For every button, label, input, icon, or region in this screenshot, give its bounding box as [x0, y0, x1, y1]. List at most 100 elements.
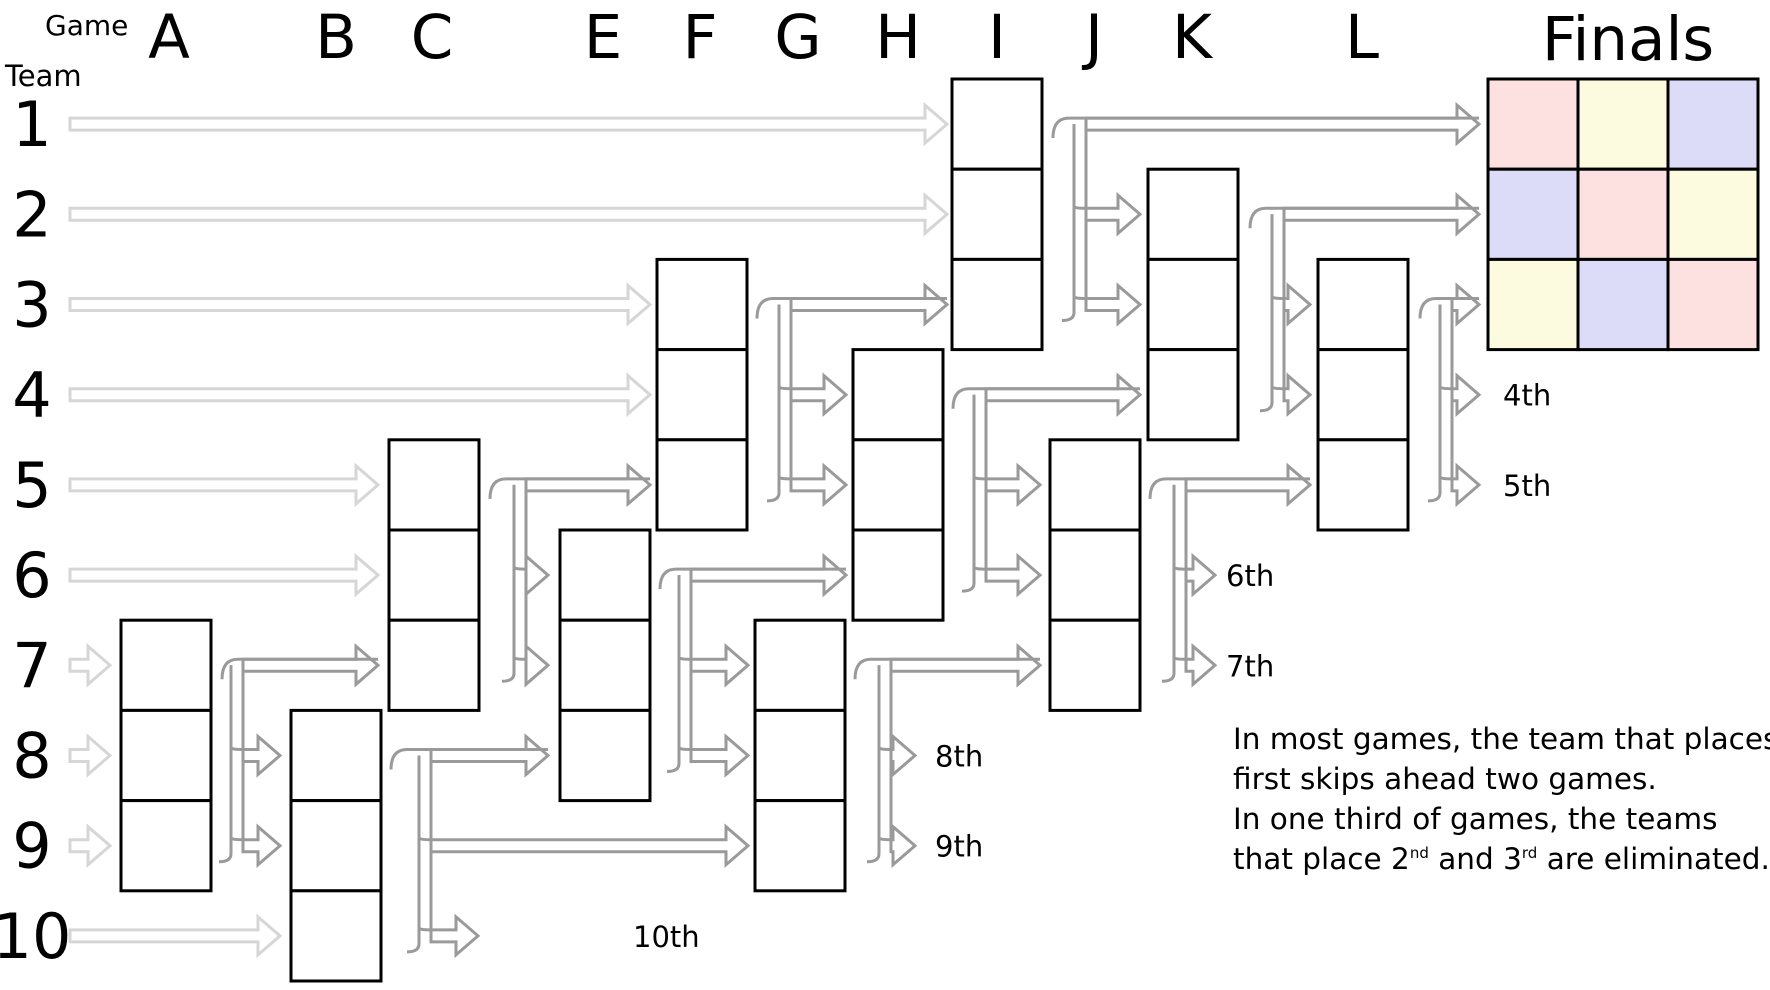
game-a-out-branch	[229, 665, 244, 842]
game-slot	[753, 708, 847, 803]
game-e-out-arrow	[689, 552, 849, 598]
game-slot	[289, 889, 383, 983]
game-slot	[119, 618, 213, 712]
game-g-out-branch	[877, 665, 892, 842]
game-slot	[950, 77, 1044, 171]
game-b-out-arrow	[429, 913, 481, 959]
game-slot	[851, 528, 945, 622]
game-letter-g: G	[774, 2, 821, 73]
finals-cell	[1666, 167, 1760, 261]
entry-arrow-team-5	[68, 462, 381, 508]
game-slot	[558, 528, 652, 622]
game-slot	[387, 618, 481, 712]
game-a-out-arrow	[241, 643, 381, 688]
game-f-out-branch	[755, 297, 947, 319]
game-l-out-branch	[1438, 304, 1453, 391]
game-e-out-branch	[677, 575, 692, 751]
game-i-out-arrow	[1084, 101, 1482, 147]
game-h-box	[851, 348, 945, 622]
team-number-6: 6	[12, 539, 51, 612]
game-j-out-stem	[1161, 490, 1176, 683]
entry-arrow-team-2	[68, 192, 950, 237]
game-k-out-arrow	[1282, 192, 1482, 237]
game-c-out-arrow	[524, 552, 551, 598]
game-h-out-arrow	[984, 372, 1143, 417]
finals-cell	[1576, 167, 1670, 261]
rules-note: In most games, the team that places firs…	[1233, 719, 1770, 879]
game-b-out-branch	[417, 755, 432, 842]
game-e-out-arrow	[689, 733, 751, 778]
game-b-out-branch	[389, 748, 548, 770]
game-slot	[851, 438, 945, 532]
game-f-out-stem	[766, 310, 781, 503]
entry-arrow-team-10	[68, 913, 283, 959]
game-a-out-arrow	[241, 823, 283, 868]
game-l-out-branch	[1438, 304, 1453, 481]
finals-cell	[1486, 167, 1580, 261]
game-g-out-branch	[853, 657, 1040, 680]
game-j-out-arrow	[1184, 643, 1218, 688]
game-letter-k: K	[1172, 2, 1214, 73]
team-number-4: 4	[12, 359, 51, 432]
finals-cell	[1666, 257, 1760, 352]
game-slot	[387, 528, 481, 622]
game-c-out-arrow	[524, 462, 653, 508]
entry-arrow-team-8	[68, 733, 113, 778]
entry-arrows	[68, 101, 950, 959]
game-i-out-branch	[1072, 124, 1087, 300]
game-h-out-arrow	[984, 552, 1043, 598]
game-i-box	[950, 77, 1044, 352]
team-number-1: 1	[12, 88, 51, 161]
game-slot	[655, 257, 749, 352]
game-slot	[851, 348, 945, 442]
game-g-out-arrow	[889, 733, 918, 778]
game-letter-f: F	[682, 2, 717, 73]
game-c-out-branch	[488, 477, 650, 499]
place-label-8th: 8th	[935, 740, 983, 774]
game-a-out-branch	[229, 665, 244, 751]
game-f-out-arrow	[789, 372, 849, 417]
game-slot	[119, 799, 213, 893]
game-k-box	[1146, 167, 1240, 442]
game-h-out-stem	[961, 400, 976, 593]
game-e-out-arrow	[689, 643, 751, 688]
finals-label: Finals	[1542, 4, 1714, 75]
game-g-out-arrow	[889, 823, 918, 868]
team-number-3: 3	[12, 269, 51, 342]
game-slot	[119, 708, 213, 803]
game-slot	[950, 257, 1044, 352]
game-i-out-branch	[1072, 124, 1087, 210]
game-k-out-branch	[1248, 206, 1479, 229]
place-label-4th: 4th	[1503, 379, 1551, 413]
place-label-7th: 7th	[1226, 649, 1274, 683]
entry-arrow-team-1	[68, 101, 950, 147]
game-boxes	[119, 77, 1410, 983]
game-slot	[1146, 348, 1240, 442]
advance-arrows	[218, 101, 1482, 959]
game-j-out-arrow	[1184, 462, 1313, 508]
game-letter-i: I	[988, 2, 1006, 73]
game-k-out-arrow	[1282, 282, 1313, 327]
game-j-out-branch	[1172, 484, 1187, 571]
game-h-out-branch	[972, 394, 987, 481]
game-b-out-stem	[406, 761, 421, 954]
game-slot	[1316, 257, 1410, 352]
game-g-box	[753, 618, 847, 893]
game-letter-a: A	[148, 2, 190, 73]
entry-arrow-team-4	[68, 372, 653, 417]
game-l-out-arrow	[1450, 372, 1482, 417]
game-c-out-branch	[512, 484, 527, 571]
game-g-out-arrow	[889, 643, 1043, 688]
game-f-box	[655, 257, 749, 532]
game-f-out-arrow	[789, 462, 849, 508]
game-h-out-branch	[951, 387, 1140, 409]
game-l-out-arrow	[1450, 282, 1482, 327]
game-b-out-arrow	[429, 733, 551, 778]
team-number-7: 7	[12, 629, 51, 702]
game-b-out-arrow	[429, 823, 751, 868]
finals-grid	[1486, 77, 1760, 352]
game-a-box	[119, 618, 213, 893]
note-line-2: first skips ahead two games.	[1233, 762, 1657, 796]
game-l-out-stem	[1427, 310, 1442, 503]
game-b-out-branch	[417, 755, 432, 932]
